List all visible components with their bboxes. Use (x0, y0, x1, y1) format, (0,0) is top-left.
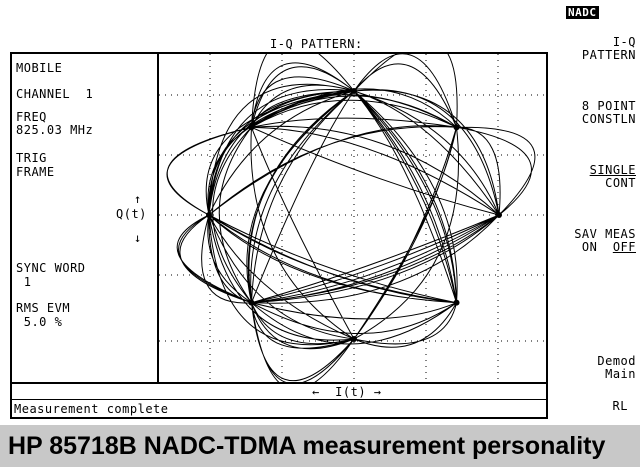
channel-label: CHANNEL 1 (16, 87, 94, 101)
off-option: OFF (612, 240, 636, 254)
softkey-rl[interactable]: RL (612, 399, 628, 413)
iq-trajectory (166, 54, 536, 382)
constellation-point (248, 299, 255, 306)
cont-option: CONT (605, 176, 636, 190)
q-up-arrow-icon: ↑ (134, 192, 142, 206)
softkey-label: PATTERN (581, 48, 636, 62)
freq-value: 825.03 MHz (16, 123, 94, 137)
softkey-label: Main (605, 367, 636, 381)
caption-banner: HP 85718B NADC-TDMA measurement personal… (0, 425, 640, 467)
softkey-label: SAV MEAS (574, 227, 636, 241)
softkey-label: I-Q (612, 35, 636, 49)
i-axis-label: ← I(t) → (312, 385, 382, 399)
constellation-point (453, 124, 460, 131)
softkey-label: Demod (597, 354, 636, 368)
freq-label: FREQ (16, 110, 47, 124)
q-axis-label: Q(t) (116, 207, 147, 221)
rms-evm-value: 5.0 % (16, 315, 63, 329)
mode-badge: NADC (566, 6, 599, 19)
trig-label: TRIG (16, 151, 47, 165)
constellation-point (248, 124, 255, 131)
trig-value: FRAME (16, 165, 55, 179)
screen-title: I-Q PATTERN: (270, 37, 363, 51)
on-option: ON (581, 240, 598, 254)
mobile-label: MOBILE (16, 61, 63, 75)
constellation-point (351, 88, 357, 94)
softkey-label: CONSTLN (581, 112, 636, 126)
sync-word-value: 1 (16, 275, 32, 289)
constellation-point (496, 212, 502, 218)
constellation-point (351, 336, 357, 342)
constellation-point (206, 212, 212, 218)
sync-word-label: SYNC WORD (16, 261, 86, 275)
softkey-label: 8 POINT (581, 99, 636, 113)
divider (10, 399, 548, 400)
single-option: SINGLE (589, 163, 636, 177)
status-message: Measurement complete (14, 402, 169, 416)
constellation-point (453, 299, 460, 306)
display-frame (10, 52, 548, 419)
divider (157, 52, 159, 383)
rms-evm-label: RMS EVM (16, 301, 71, 315)
divider (10, 382, 548, 384)
iq-pattern-plot (159, 54, 548, 382)
q-down-arrow-icon: ↓ (134, 231, 142, 245)
